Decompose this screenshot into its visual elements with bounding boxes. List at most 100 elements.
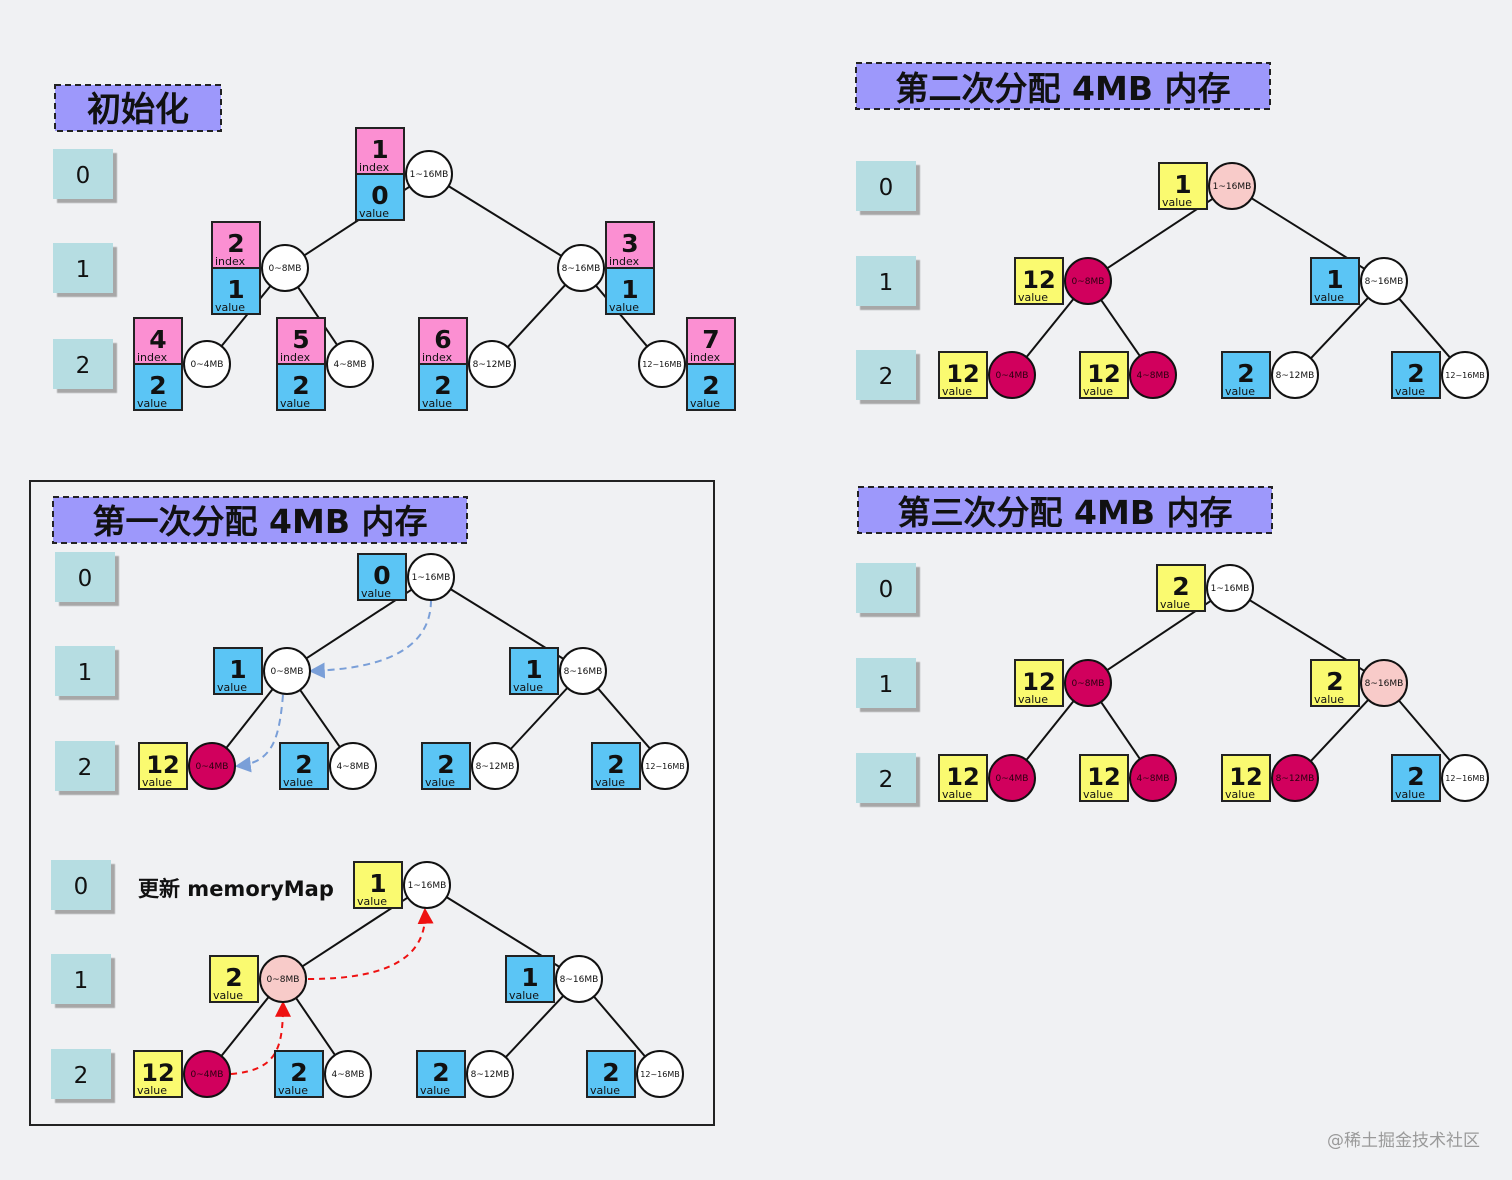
node-circle [183, 1050, 231, 1098]
level-label: 1 [879, 270, 894, 296]
n7-value-caption: value [1395, 385, 1425, 398]
node-circle [638, 340, 686, 388]
level-box-0: 0 [53, 149, 113, 199]
alloc1-frame [29, 480, 715, 1126]
level-box-1: 1 [856, 658, 916, 708]
node-circle [405, 150, 453, 198]
n6-value-caption: value [425, 776, 455, 789]
n5-value-number: 2 [290, 1058, 307, 1087]
n1-value-number: 1 [369, 869, 386, 898]
level-label: 0 [76, 163, 91, 189]
tree-edge [1309, 699, 1370, 762]
tree-edge [504, 995, 565, 1058]
tree-edge [1100, 701, 1141, 760]
node-range-label: 0~8MB [267, 975, 300, 985]
title-alloc2: 第二次分配 4MB 内存 [855, 62, 1271, 110]
level-label: 1 [78, 660, 93, 686]
node-circle [555, 955, 603, 1003]
n3-value-number: 1 [621, 275, 638, 304]
tree-edge [220, 996, 270, 1057]
node-range-label: 4~8MB [1137, 371, 1170, 381]
n6-value-number: 2 [434, 371, 451, 400]
node-circle [407, 553, 455, 601]
n3-value-number: 1 [1326, 265, 1343, 294]
node-circle [1271, 754, 1319, 802]
title-init-text: 初始化 [87, 90, 189, 130]
level-label: 1 [76, 257, 91, 283]
n3-value-number: 2 [1326, 667, 1343, 696]
n2-value-caption: value [1018, 693, 1048, 706]
level-label: 0 [879, 175, 894, 201]
level-label: 1 [74, 968, 89, 994]
node-range-label: 12~16MB [1445, 774, 1484, 783]
n2-value-number: 12 [1022, 266, 1055, 294]
node-circle [1360, 257, 1408, 305]
n7-index-number: 7 [702, 325, 719, 354]
node-range-label: 0~4MB [191, 360, 224, 370]
level-label: 1 [879, 672, 894, 698]
node-range-label: 8~12MB [473, 360, 512, 370]
n5-index-caption: index [280, 351, 311, 364]
level-label: 2 [879, 364, 894, 390]
n7-value-number: 2 [702, 371, 719, 400]
tree-edge [220, 285, 272, 347]
tree-edge [225, 688, 274, 749]
node-circle [1064, 659, 1112, 707]
n1-value-caption: value [357, 895, 387, 908]
level-label: 0 [74, 874, 89, 900]
n3-value-caption: value [1314, 291, 1344, 304]
node-range-label: 12~16MB [645, 762, 684, 771]
level-box-1: 1 [55, 646, 115, 696]
n2-index-number: 2 [227, 229, 244, 258]
tree-content: 0121~16MB1index0value0~8MB2index1value8~… [51, 127, 1489, 1099]
n7-value-caption: value [590, 1084, 620, 1097]
tree-edge [509, 687, 569, 750]
node-range-label: 1~16MB [410, 170, 449, 180]
n4-value-number: 12 [141, 1059, 174, 1087]
node-range-label: 1~16MB [412, 573, 451, 583]
node-circle [641, 742, 689, 790]
n6-value-caption: value [422, 397, 452, 410]
tree-edge [597, 687, 651, 750]
n2-value-caption: value [217, 681, 247, 694]
node-range-label: 8~16MB [560, 975, 599, 985]
node-circle [329, 742, 377, 790]
n3-index-caption: index [609, 255, 640, 268]
node-circle [1441, 754, 1489, 802]
tree-edge [1100, 299, 1141, 357]
node-range-label: 8~12MB [471, 1070, 510, 1080]
tree-edge [1310, 297, 1369, 359]
n2-value-caption: value [213, 989, 243, 1002]
n5-index-number: 5 [292, 325, 309, 354]
update-memorymap-label: 更新 memoryMap [138, 877, 334, 901]
level-label: 0 [78, 566, 93, 592]
